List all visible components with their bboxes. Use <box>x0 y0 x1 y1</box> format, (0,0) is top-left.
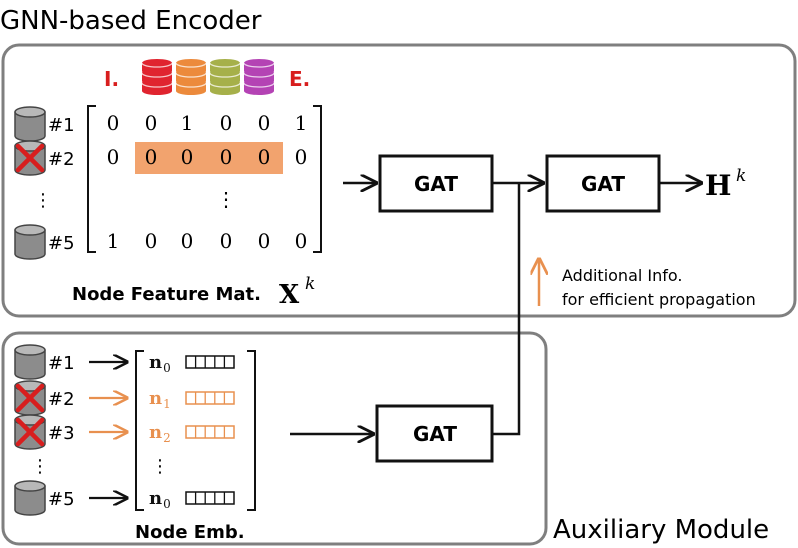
matrix-cell: 0 <box>181 229 194 253</box>
purple-database-icon <box>243 59 275 95</box>
matrix-left-bracket <box>87 105 96 253</box>
encoder-title: GNN-based Encoder <box>0 6 262 36</box>
matrix-cell: 0 <box>145 111 158 135</box>
embedding-ellipsis: ⋮ <box>151 456 169 477</box>
matrix-caption: Node Feature Mat. <box>72 284 261 305</box>
node-database-icon <box>14 106 46 142</box>
additional-info-line1: Additional Info. <box>562 266 683 285</box>
auxiliary-node-label: #3 <box>48 423 75 444</box>
gat-block-auxiliary <box>375 404 494 463</box>
matrix-cell: 0 <box>220 229 233 253</box>
green-database-icon <box>209 59 241 95</box>
node-database-icon <box>14 480 46 516</box>
embedding-vector-icon <box>185 355 235 369</box>
matrix-cell: 1 <box>295 111 308 135</box>
matrix-cell: 0 <box>295 145 308 169</box>
encoder-node-label: #5 <box>48 233 75 254</box>
matrix-superscript: k <box>305 274 315 294</box>
auxiliary-node-list: #1 #2 #3 ⋮ #5 <box>14 344 127 516</box>
matrix-cell: 0 <box>220 145 233 169</box>
orange-database-icon <box>175 59 207 95</box>
output-superscript: k <box>736 166 746 186</box>
auxiliary-title: Auxiliary Module <box>553 515 769 545</box>
gat-block-1-label: GAT <box>414 172 458 196</box>
embedding-left-bracket <box>135 350 144 511</box>
node-database-icon <box>14 224 46 260</box>
failed-x-icon <box>15 143 45 173</box>
red-database-icon <box>141 59 173 95</box>
failed-x-icon <box>15 383 45 413</box>
gat-block-2 <box>545 154 661 213</box>
range-start-label: I. <box>104 67 119 91</box>
matrix-cell: 1 <box>107 229 120 253</box>
embedding-symbol: n2 <box>149 422 171 445</box>
matrix-right-bracket <box>313 105 322 253</box>
embedding-symbol: n0 <box>149 352 171 375</box>
matrix-cell: 0 <box>258 111 271 135</box>
auxiliary-module-box <box>1 331 548 546</box>
embedding-symbol: n0 <box>149 488 171 511</box>
highlighted-row-band <box>135 142 283 174</box>
gat-block-1 <box>378 154 494 213</box>
matrix-cell: 0 <box>258 229 271 253</box>
auxiliary-node-label: #1 <box>48 353 75 374</box>
embedding-vector-icon <box>185 491 235 505</box>
embedding-symbol: n1 <box>149 388 171 411</box>
matrix-cell: 0 <box>258 145 271 169</box>
failed-node-icon <box>14 380 46 416</box>
output-symbol: H <box>705 169 731 202</box>
matrix-cell: 0 <box>145 229 158 253</box>
encoder-node-label: #2 <box>48 149 75 170</box>
range-end-label: E. <box>289 67 310 91</box>
failed-node-icon <box>14 140 46 176</box>
embedding-right-bracket <box>247 350 256 511</box>
gat-block-auxiliary-label: GAT <box>413 422 457 446</box>
database-icons-row <box>141 59 275 95</box>
matrix-cell: 0 <box>107 145 120 169</box>
embedding-vector-icon <box>185 391 235 405</box>
embedding-vector-icon <box>185 425 235 439</box>
matrix-cell: 0 <box>145 145 158 169</box>
encoder-node-label: #1 <box>48 115 75 136</box>
auxiliary-node-label: #2 <box>48 389 75 410</box>
auxiliary-node-label: #5 <box>48 489 75 510</box>
embedding-caption: Node Emb. <box>135 522 245 543</box>
matrix-cell: 0 <box>107 111 120 135</box>
encoder-node-list: #1 #2 ⋮ #5 <box>14 106 75 260</box>
failed-node-icon <box>14 414 46 450</box>
auxiliary-node-ellipsis: ⋮ <box>31 456 49 477</box>
matrix-ellipsis: ⋮ <box>216 187 236 211</box>
matrix-cell: 1 <box>181 111 194 135</box>
matrix-cell: 0 <box>295 229 308 253</box>
matrix-cell: 0 <box>220 111 233 135</box>
encoder-node-ellipsis: ⋮ <box>34 190 52 211</box>
matrix-symbol: X <box>279 280 300 310</box>
node-database-icon <box>14 344 46 380</box>
gat-block-2-label: GAT <box>581 172 625 196</box>
additional-info-line2: for efficient propagation <box>562 290 756 309</box>
matrix-cell: 0 <box>181 145 194 169</box>
failed-x-icon <box>15 417 45 447</box>
auxiliary-connector-line <box>492 183 521 436</box>
encoder-module-box <box>1 43 797 318</box>
node-embedding-list: n0 n1 n2 ⋮ n0 <box>135 350 256 511</box>
